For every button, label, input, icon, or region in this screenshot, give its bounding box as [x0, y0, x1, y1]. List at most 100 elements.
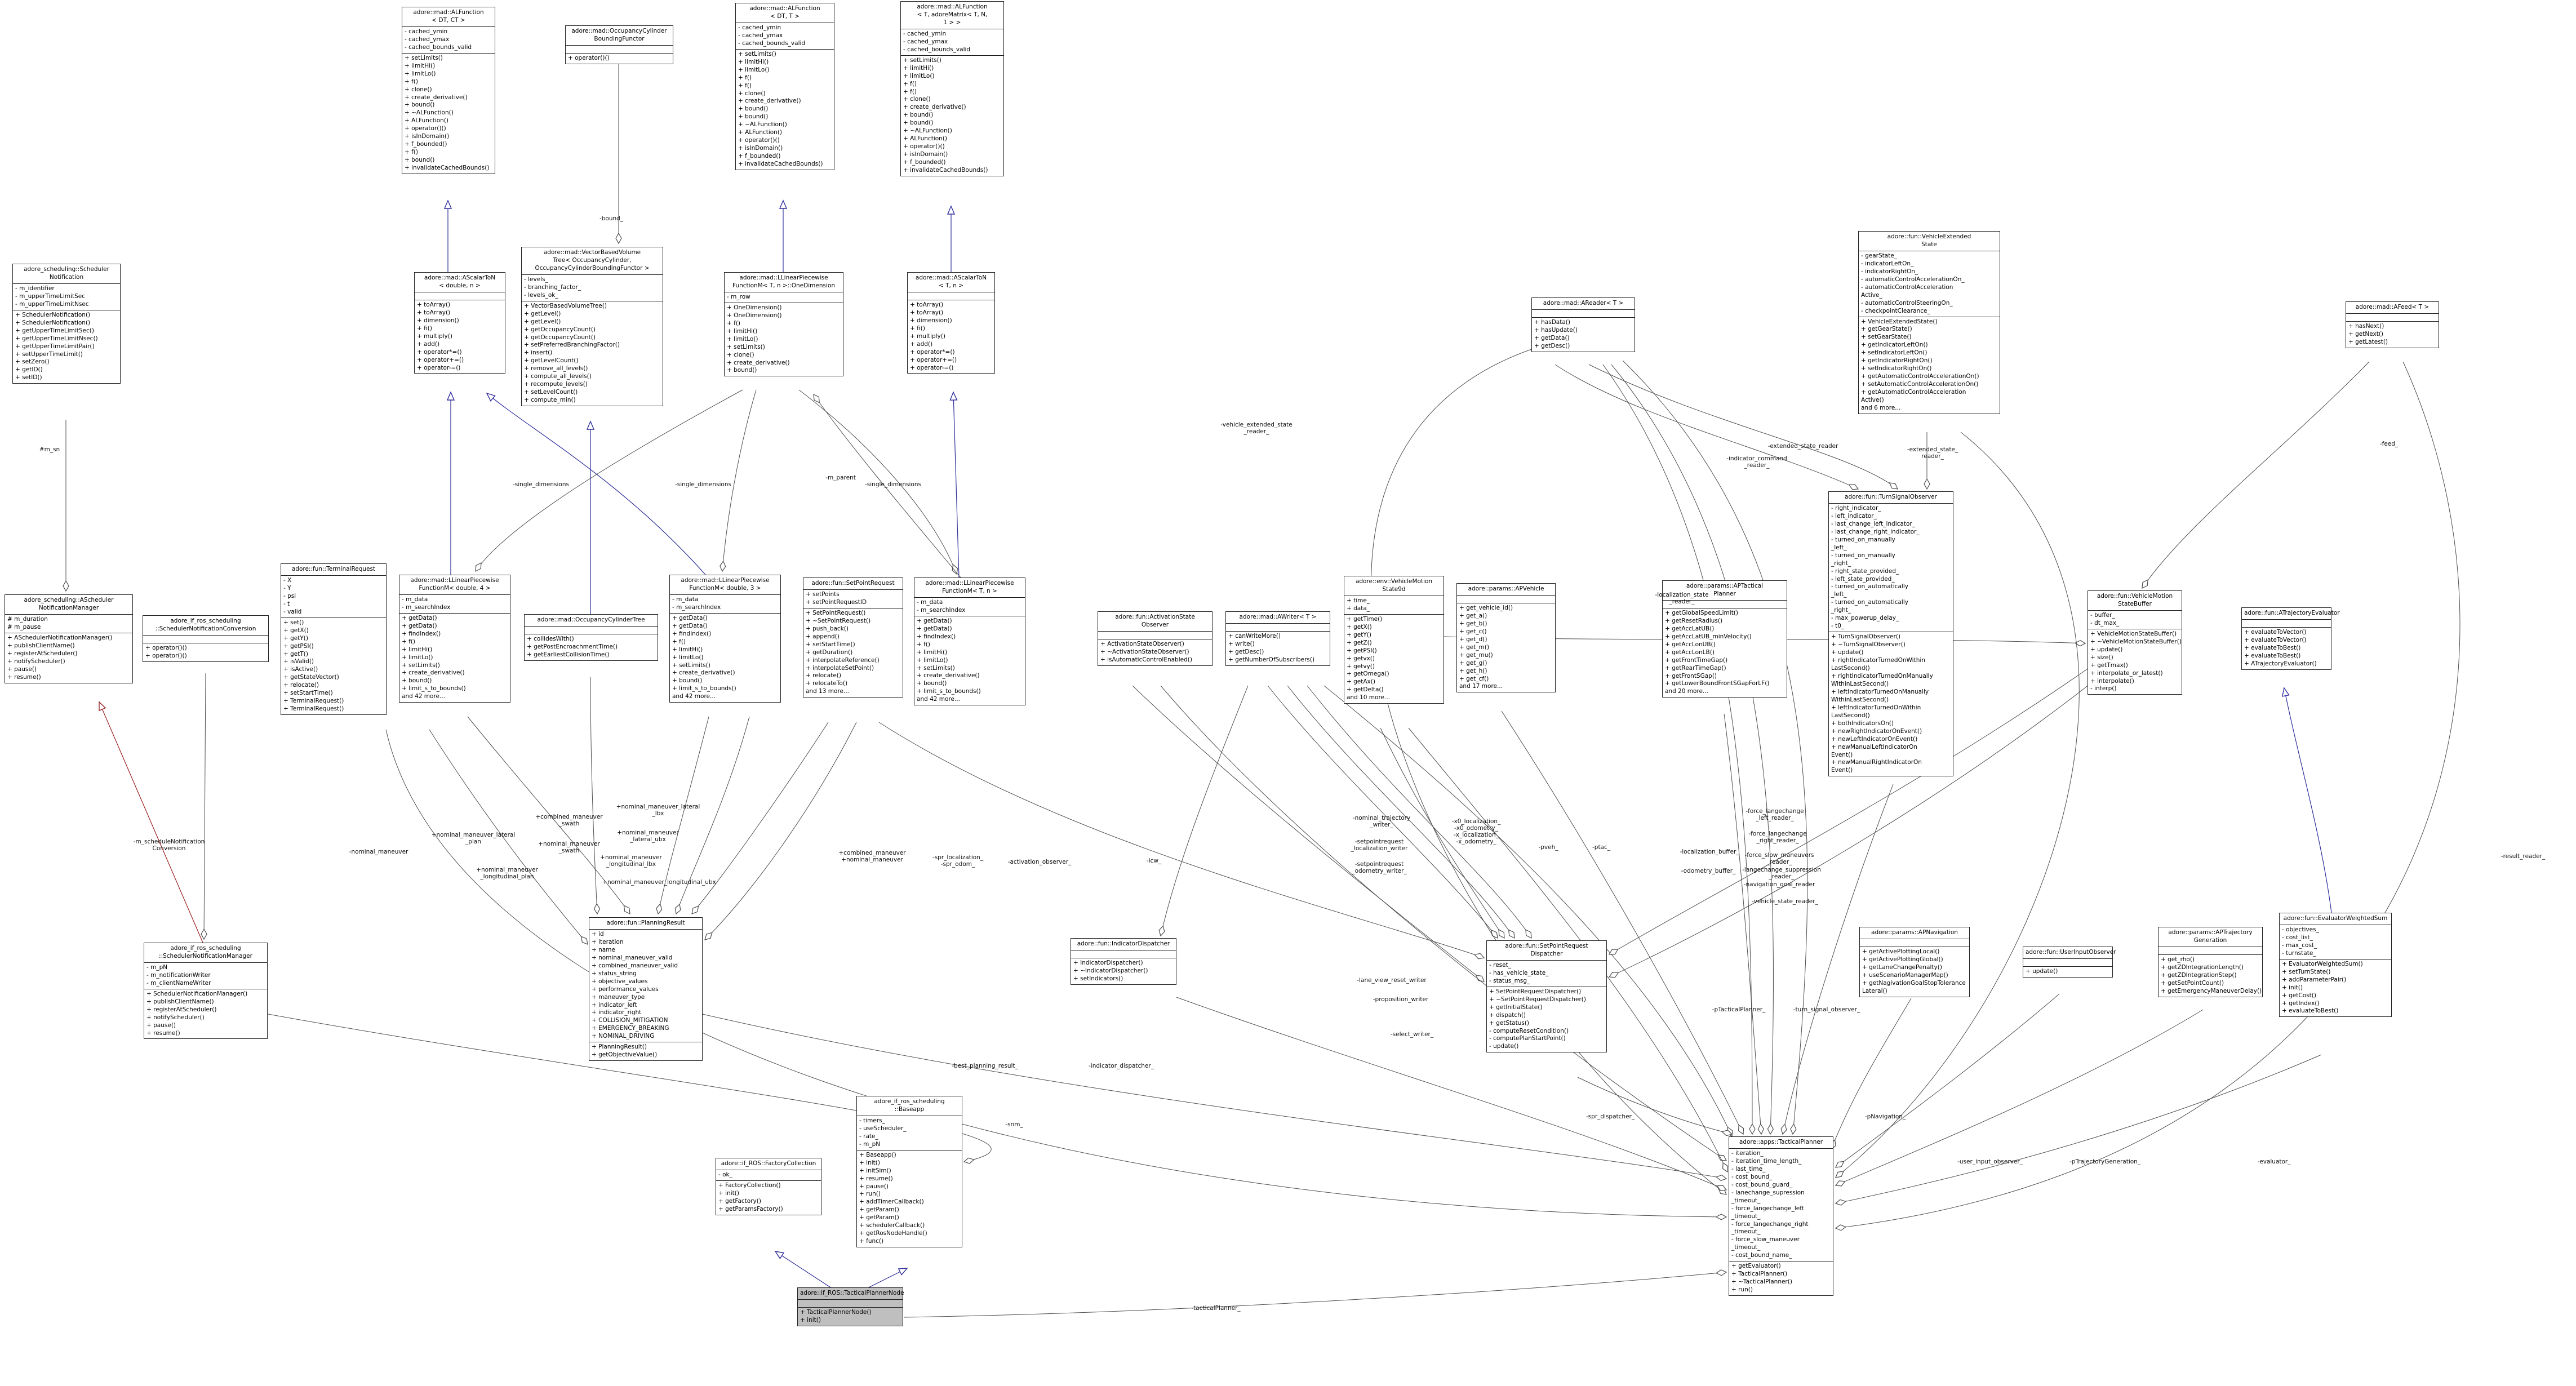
- method-line: + ~ALFunction(): [405, 109, 454, 117]
- class-title-line: adore::params::APVehicle: [1468, 585, 1544, 592]
- method-line: + operator()(): [903, 143, 945, 150]
- class-box-terminal-request[interactable]: adore::fun::TerminalRequest- X- Y- psi- …: [281, 563, 387, 716]
- method-line: + create_derivative(): [903, 104, 966, 111]
- method-line: + getUpperTimeLimitSec(): [15, 327, 94, 334]
- method-line: + operator+=(): [417, 356, 464, 363]
- method-line: + get_vehicle_id(): [1459, 604, 1513, 611]
- class-box-turn-signal-observer[interactable]: adore::fun::TurnSignalObserver- right_in…: [1828, 491, 1953, 777]
- attribute-line: + indicator_left: [592, 1001, 637, 1009]
- method-line: + SetPointRequestDispatcher(): [1489, 988, 1582, 995]
- method-line: + limitLo(): [903, 72, 935, 79]
- method-line: + newManualRightIndicatorOn: [1831, 759, 1922, 766]
- method-line: Event(): [1831, 751, 1853, 758]
- attribute-line: - ok_: [718, 1171, 732, 1178]
- class-title-line: FunctionM< double, 3 >: [689, 584, 761, 592]
- method-line: + interpolate(): [2090, 677, 2134, 685]
- attribute-line: _left_: [1831, 544, 1847, 551]
- class-attributes: - buffer_- dt_max_: [2088, 611, 2182, 629]
- method-line: + init(): [2282, 984, 2303, 991]
- attribute-line: - lanechange_supression: [1731, 1189, 1805, 1196]
- class-box-awriter[interactable]: adore::mad::AWriter< T >+ canWriteMore()…: [1225, 611, 1330, 666]
- class-box-atrajectory-evaluator[interactable]: adore::fun::ATrajectoryEvaluator+ evalua…: [2241, 607, 2340, 670]
- method-line: + OneDimension(): [727, 312, 782, 319]
- method-line: + operator()(): [738, 137, 780, 144]
- class-box-occupancy-cylinder-tree[interactable]: adore::mad::OccupancyCylinderTree+ colli…: [524, 614, 658, 661]
- class-box-apvehicle[interactable]: adore::params::APVehicle+ get_vehicle_id…: [1456, 583, 1556, 693]
- class-box-apnavigation[interactable]: adore::params::APNavigation+ getActivePl…: [1859, 927, 1970, 997]
- class-box-set-point-request[interactable]: adore::fun::SetPointRequest+ setPoints+ …: [803, 578, 903, 698]
- class-title-line: adore::mad::AReader< T >: [1543, 300, 1624, 306]
- method-line: + setID(): [15, 374, 42, 381]
- method-line: + isInDomain(): [405, 133, 450, 140]
- method-line: + ALFunction(): [903, 135, 948, 143]
- attribute-line: - iteration_: [1731, 1149, 1764, 1157]
- method-line: + getFrontTimeGap(): [1665, 656, 1728, 664]
- class-title-line: StateBuffer: [2118, 600, 2152, 607]
- attribute-line: + id: [592, 930, 604, 938]
- attribute-line: - automaticControlAccelerationOn_: [1861, 276, 1965, 283]
- method-line: + bound(): [405, 157, 435, 164]
- class-box-factory-collection[interactable]: adore::if_ROS::FactoryCollection- ok_+ F…: [716, 1158, 821, 1215]
- method-line: LastSecond(): [1831, 665, 1870, 672]
- method-line: + f(): [405, 149, 419, 156]
- class-box-alfunction-dt-ct[interactable]: adore::mad::ALFunction< DT, CT >- cached…: [402, 7, 495, 175]
- class-title-line: Notification: [49, 273, 84, 281]
- class-box-afeed[interactable]: adore::mad::AFeed< T >+ hasNext()+ getNe…: [2346, 301, 2439, 348]
- aggregation-edge: [1836, 993, 2060, 1167]
- method-line: + setIndicatorLeftOn(): [1861, 349, 1927, 357]
- attribute-line: - branching_factor_: [524, 283, 581, 291]
- class-box-indicator-dispatcher[interactable]: adore::fun::IndicatorDispatcher+ Indicat…: [1071, 938, 1176, 985]
- method-line: + relocate(): [806, 672, 841, 679]
- class-box-ascalarton-t-n[interactable]: adore::mad::AScalarToN< T, n >+ toArray(…: [907, 272, 995, 374]
- class-box-scheduler-notification-conversion[interactable]: adore_if_ros_scheduling::SchedulerNotifi…: [143, 615, 269, 662]
- class-box-evaluator-weighted-sum[interactable]: adore::fun::EvaluatorWeightedSum- object…: [2279, 913, 2392, 1018]
- class-title-line: adore::mad::LLinearPiecewise: [739, 274, 828, 281]
- class-box-alfunction-t-adorematrix[interactable]: adore::mad::ALFunction< T, adoreMatrix< …: [900, 1, 1004, 177]
- method-line: + getY(): [1347, 631, 1371, 638]
- class-box-user-input-observer[interactable]: adore::fun::UserInputObserver+ update(): [2023, 947, 2116, 978]
- aggregation-edge: [1501, 710, 1743, 1134]
- class-box-planning-result[interactable]: adore::fun::PlanningResult+ id+ iteratio…: [589, 917, 703, 1061]
- method-line: + leftIndicatorTurnedOnManually: [1831, 688, 1929, 695]
- method-line: Event(): [1831, 767, 1853, 774]
- class-title-line: adore::mad::ALFunction: [749, 5, 820, 12]
- class-box-tactical-planner[interactable]: adore::apps::TacticalPlanner- iteration_…: [1729, 1136, 1833, 1296]
- method-line: + update(): [2026, 967, 2058, 975]
- class-box-alfunction-dt-t[interactable]: adore::mad::ALFunction< DT, T >- cached_…: [735, 3, 834, 171]
- class-box-tactical-planner-node[interactable]: adore::if_ROS::TacticalPlannerNode+ Tact…: [797, 1287, 904, 1326]
- attribute-line: + objective_values: [592, 978, 648, 985]
- method-line: + init(): [718, 1189, 739, 1197]
- attribute-line: + setPointRequestID: [806, 598, 867, 606]
- class-box-areader[interactable]: adore::mad::AReader< T >+ hasData()+ has…: [1531, 297, 1635, 352]
- class-title-line: adore::fun::TerminalRequest: [291, 566, 376, 572]
- method-line: + f(): [738, 74, 752, 81]
- method-line: and 42 more...: [402, 693, 446, 700]
- class-attributes: - m_data- m_searchIndex: [914, 598, 1025, 616]
- class-attributes: [143, 636, 268, 643]
- class-box-baseapp[interactable]: adore_if_ros_scheduling::Baseapp- timers…: [856, 1096, 962, 1248]
- class-box-ascalarton-double-n[interactable]: adore::mad::AScalarToN< double, n >+ toA…: [414, 272, 505, 374]
- method-line: + leftIndicatorTurnedOnWithin: [1831, 704, 1921, 711]
- class-attributes: - iteration_- iteration_time_length_- la…: [1729, 1149, 1833, 1262]
- class-title: adore::mad::AWriter< T >: [1226, 612, 1330, 624]
- method-line: + SchedulerNotificationManager(): [146, 990, 248, 997]
- attribute-line: - timers_: [859, 1117, 885, 1124]
- class-box-scheduler-notification-manager-ros[interactable]: adore_if_ros_scheduling::SchedulerNotifi…: [144, 943, 268, 1040]
